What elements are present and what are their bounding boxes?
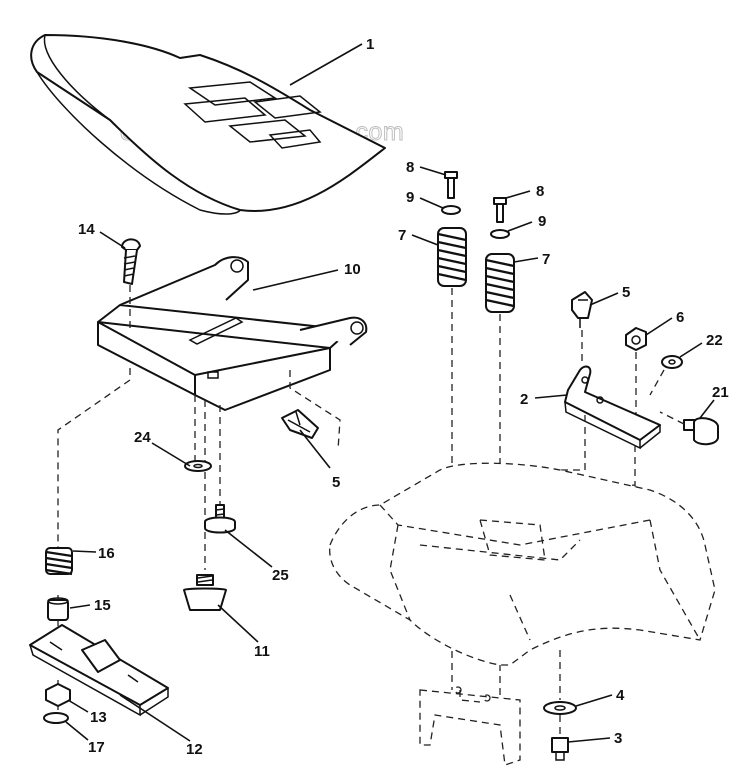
clip-part-left bbox=[281, 409, 319, 439]
frame-washer-part bbox=[543, 701, 577, 715]
knob-part bbox=[683, 417, 719, 446]
tractor-frame-outline bbox=[329, 462, 716, 766]
callout-25: 25 bbox=[272, 567, 289, 584]
lock-nut-part bbox=[45, 683, 71, 707]
callout-8-b: 8 bbox=[536, 183, 544, 200]
callout-1: 1 bbox=[366, 36, 374, 53]
callout-5-a: 5 bbox=[622, 284, 630, 301]
seat-pan-part bbox=[97, 256, 368, 411]
shoulder-bolt-part bbox=[204, 504, 236, 534]
pivot-bracket-part bbox=[564, 365, 661, 450]
callout-21: 21 bbox=[712, 384, 729, 401]
callout-13: 13 bbox=[90, 709, 107, 726]
callout-10: 10 bbox=[344, 261, 361, 278]
callout-24: 24 bbox=[134, 429, 151, 446]
hex-nut-part bbox=[625, 327, 647, 351]
callout-3: 3 bbox=[614, 730, 622, 747]
bolt-part-a bbox=[444, 171, 458, 199]
callout-11: 11 bbox=[254, 643, 270, 660]
callout-15: 15 bbox=[94, 597, 111, 614]
small-spring-part bbox=[45, 547, 73, 576]
bushing-part bbox=[47, 597, 69, 621]
bolt-part-b bbox=[493, 197, 507, 223]
washer-part-a bbox=[441, 205, 461, 215]
lock-washer-part bbox=[661, 355, 683, 369]
spring-part-a bbox=[437, 227, 467, 287]
callout-8-a: 8 bbox=[406, 159, 414, 176]
callout-16: 16 bbox=[98, 545, 115, 562]
callout-17: 17 bbox=[88, 739, 105, 756]
seat-part bbox=[30, 34, 386, 215]
spring-part-b bbox=[485, 253, 515, 313]
callout-2: 2 bbox=[520, 391, 528, 408]
callout-22: 22 bbox=[706, 332, 723, 349]
callout-9-a: 9 bbox=[406, 189, 414, 206]
callout-7-a: 7 bbox=[398, 227, 406, 244]
carriage-bolt-part bbox=[121, 238, 141, 285]
callout-5-b: 5 bbox=[332, 474, 340, 491]
callout-4: 4 bbox=[616, 687, 625, 704]
callout-7-b: 7 bbox=[542, 251, 550, 268]
flat-washer-part bbox=[184, 460, 212, 472]
small-washer-part bbox=[43, 712, 69, 724]
washer-part-b bbox=[490, 229, 510, 239]
callout-6: 6 bbox=[676, 309, 684, 326]
callout-14: 14 bbox=[78, 221, 95, 238]
frame-bolt-part bbox=[551, 737, 569, 761]
adjuster-plate-part bbox=[29, 624, 169, 717]
callout-9-b: 9 bbox=[538, 213, 546, 230]
clip-part-right bbox=[571, 291, 593, 328]
bumper-part bbox=[183, 574, 227, 611]
callout-12: 12 bbox=[186, 741, 203, 758]
